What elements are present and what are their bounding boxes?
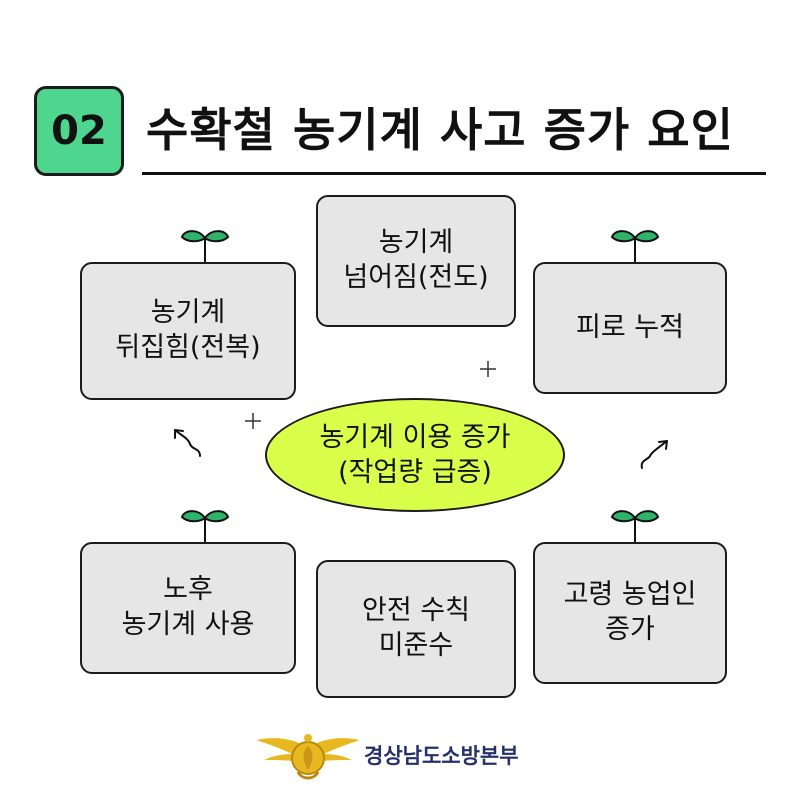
title-underline — [142, 172, 766, 175]
organization-name: 경상남도소방본부 — [364, 744, 519, 768]
card-elderly-farmers: 고령 농업인 증가 — [533, 542, 727, 684]
sprout-icon — [610, 230, 660, 266]
fire-department-emblem-icon — [256, 734, 360, 780]
center-cause-oval: 농기계 이용 증가 (작업량 급증) — [265, 398, 565, 512]
section-number-badge: 02 — [34, 86, 124, 176]
sparkle-icon — [480, 361, 496, 377]
page-title: 수확철 농기계 사고 증가 요인 — [146, 103, 734, 157]
curly-arrow-icon — [174, 429, 201, 457]
card-tipover: 농기계 넘어짐(전도) — [316, 195, 516, 327]
sparkle-icon — [245, 413, 261, 429]
sprout-icon — [180, 510, 230, 546]
sprout-icon — [180, 230, 230, 266]
curly-arrow-icon — [640, 440, 668, 469]
card-fatigue: 피로 누적 — [533, 262, 727, 394]
card-old-machines: 노후 농기계 사용 — [80, 542, 296, 674]
card-safety-rules: 안전 수칙 미준수 — [316, 560, 516, 698]
card-overturn: 농기계 뒤집힘(전복) — [80, 262, 296, 400]
sprout-icon — [610, 510, 660, 546]
